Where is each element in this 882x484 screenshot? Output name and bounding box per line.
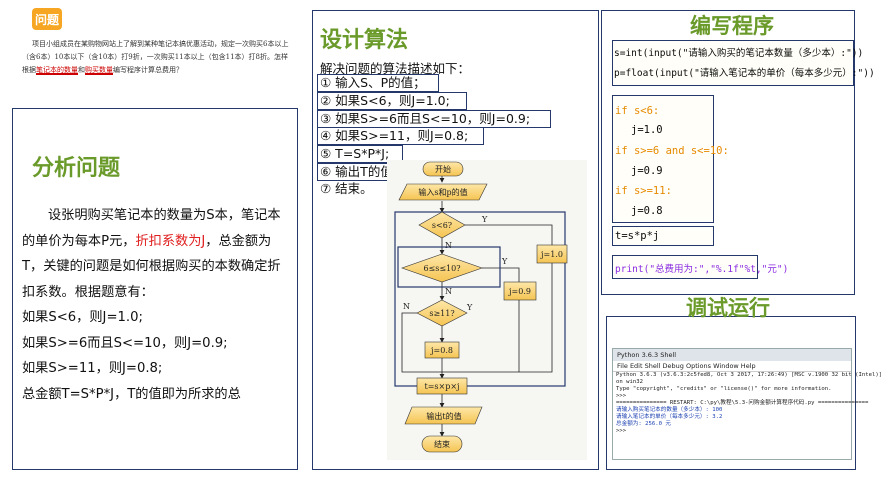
code-j-2: j=0.9: [631, 165, 663, 177]
svg-text:Y: Y: [501, 257, 508, 266]
svg-text:j=0.8: j=0.8: [430, 346, 453, 355]
svg-text:6≤s≤10?: 6≤s≤10?: [423, 264, 460, 273]
shell-line: >>>: [616, 428, 627, 434]
step-1-box: [317, 74, 439, 92]
j1-node: [536, 244, 568, 264]
rule-1: 如果S<6，则J=1.0;: [22, 310, 143, 325]
svg-text:结束: 结束: [434, 439, 450, 449]
print-code-box: [612, 255, 758, 279]
svg-text:N: N: [445, 287, 452, 296]
analysis-body: 设张明购买笔记本的数量为S本，笔记本的单价为每本P元，折扣系数为J，总金额为T，…: [22, 203, 290, 407]
python-shell-window: Python 3.6.3 Shell File Edit Shell Debug…: [612, 348, 882, 460]
code-title: 编写程序: [690, 14, 774, 38]
svg-text:t=s×p×j: t=s×p×j: [424, 382, 459, 391]
svg-text:N: N: [403, 302, 410, 311]
step-2: ② 如果S<6，则J=1.0;: [320, 93, 450, 108]
end-node: [421, 435, 463, 453]
svg-text:j=1.0: j=1.0: [540, 250, 563, 259]
shell-line: 总金额为: 256.0 元: [616, 421, 671, 427]
svg-text:s<6?: s<6?: [432, 221, 452, 230]
rule-3: 如果S>=11，则J=0.8;: [22, 361, 163, 376]
flowchart: 开始 输入s和p的值 s<6? 6≤s≤10? s≥11? j=1.0 j=0.…: [387, 160, 587, 460]
condition-code-box: [612, 95, 714, 223]
code-print: print("总费用为:","%.1f"%t,"元"): [615, 264, 789, 275]
svg-text:Y: Y: [481, 215, 488, 224]
problem-text: 项目小组成员在某购物网站上了解到某种笔记本搞优惠活动，规定一次购买6本以上（含6…: [22, 40, 289, 74]
svg-text:j=0.9: j=0.9: [508, 287, 531, 296]
code-j-1: j=1.0: [631, 124, 663, 136]
code-line-1: s=int(input("请输入购买的笔记本数量（多少本）:")): [614, 48, 864, 59]
shell-line: on win32: [616, 379, 643, 385]
input-code-box: [612, 40, 854, 86]
svg-text:s≥11?: s≥11?: [429, 309, 454, 318]
analysis-panel: [12, 108, 298, 470]
algorithm-intro: 解决问题的算法描述如下：: [320, 61, 471, 76]
cond1-node: [418, 211, 466, 239]
code-if-2: if s>=6 and s<=10:: [615, 145, 729, 157]
step-7: ⑦ 结束。: [320, 181, 373, 196]
svg-text:开始: 开始: [435, 164, 451, 174]
step-4: ④ 如果S>=11，则J=0.8;: [320, 128, 469, 143]
code-line-2: p=float(input("请输入笔记本的单价（每本多少元）:")): [614, 68, 875, 79]
input-node: [398, 183, 488, 201]
step-4-box: [317, 127, 484, 145]
total-rule: 总金额T=S*P*J，T的值即为所求的总: [22, 386, 241, 402]
code-if-3: if s>=11:: [615, 185, 672, 197]
svg-text:Y: Y: [466, 303, 473, 312]
svg-text:N: N: [445, 241, 452, 250]
discount-highlight: 折扣系数为J: [135, 233, 206, 249]
shell-line: Python 3.6.3 (v3.6.3:2c5fed8, Oct 3 2017…: [616, 372, 882, 378]
calc-node: [416, 377, 468, 395]
shell-line: 请输入购买笔记本的数量（多少本）: 100: [616, 407, 723, 413]
rule-2: 如果S>=6而且S<=10，则J=0.9;: [22, 335, 228, 351]
highlight-price: 购买数量: [85, 66, 113, 74]
code-panel: [601, 10, 855, 295]
analysis-title: 分析问题: [32, 156, 121, 181]
shell-line: =============== RESTART: C:\py\教程\5.3-问购…: [616, 400, 869, 406]
run-title: 调试运行: [686, 296, 770, 320]
run-panel: [606, 316, 856, 470]
start-node: [422, 161, 464, 177]
step-1: ① 输入S、P的值；: [320, 75, 426, 90]
problem-badge: 问题: [32, 8, 62, 30]
calc-code-box: [612, 226, 714, 246]
shell-line: >>>: [616, 393, 627, 399]
algorithm-panel: [312, 10, 599, 470]
step-6: ⑥ 输出T的值;: [320, 164, 398, 179]
step-5-box: [317, 145, 403, 163]
shell-menubar[interactable]: File Edit Shell Debug Options Window Hel…: [613, 361, 851, 372]
shell-titlebar: Python 3.6.3 Shell: [613, 349, 851, 361]
svg-text:输入s和p的值: 输入s和p的值: [418, 187, 467, 197]
code-j-3: j=0.8: [631, 205, 663, 217]
code-calc: t=s*p*j: [615, 230, 660, 242]
cond3-node: [416, 299, 468, 327]
step-3: ③ 如果S>=6而且S<=10，则J=0.9;: [320, 111, 531, 126]
j08-node: [424, 341, 460, 359]
step-5: ⑤ T=S*P*J;: [320, 146, 390, 161]
j09-node: [503, 281, 537, 301]
step-2-box: [317, 92, 467, 110]
shell-line: 请输入笔记本的单价（每本多少元）: 3.2: [616, 414, 723, 420]
cond2-node: [401, 253, 483, 283]
output-node: [404, 406, 483, 425]
step-3-box: [317, 110, 551, 128]
algorithm-title: 设计算法: [320, 28, 409, 53]
shell-line: Type "copyright", "credits" or "license(…: [616, 386, 832, 392]
code-if-1: if s<6:: [615, 105, 660, 117]
svg-text:输出t的值: 输出t的值: [426, 411, 461, 421]
highlight-quantity: 笔记本的数量: [36, 66, 78, 74]
